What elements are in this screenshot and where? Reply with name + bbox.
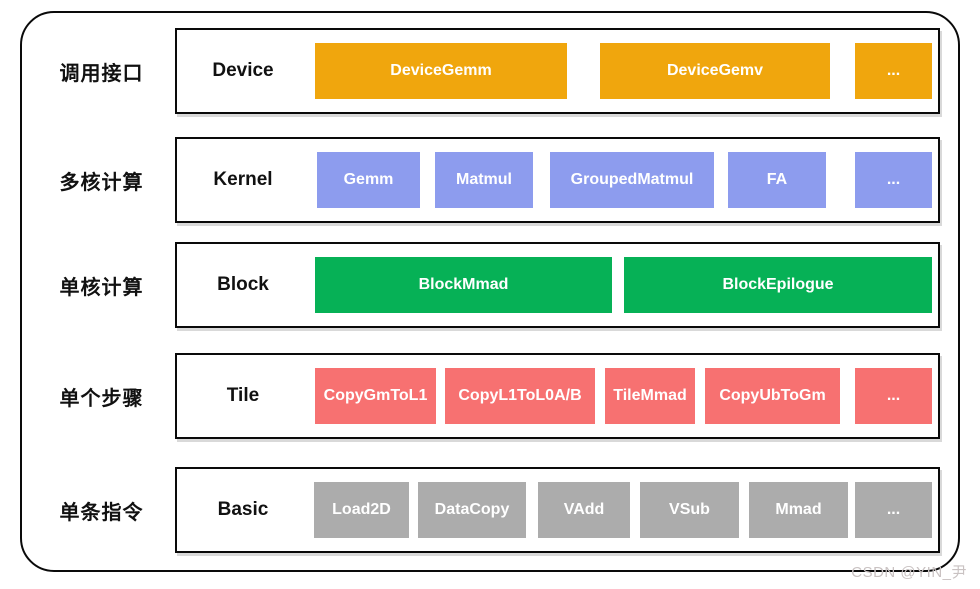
kernel-label: Kernel bbox=[213, 169, 273, 190]
tile-label: Tile bbox=[226, 385, 260, 406]
layer-label-single-core: 单核计算 bbox=[59, 276, 144, 299]
device-label: Device bbox=[212, 60, 274, 81]
vadd-node: VAdd bbox=[538, 482, 630, 538]
tile-layer-box: Tile CopyGmToL1 CopyL1ToL0A/B TileMmad C… bbox=[175, 353, 940, 439]
tile-ellipsis-node: ... bbox=[855, 368, 932, 424]
device-layer-box: Device DeviceGemm DeviceGemv ... bbox=[175, 28, 940, 114]
layer-label-single-step: 单个步骤 bbox=[59, 387, 144, 410]
basic-layer-box: Basic Load2D DataCopy VAdd VSub Mmad ... bbox=[175, 467, 940, 553]
block-label: Block bbox=[217, 274, 269, 295]
matmul-node: Matmul bbox=[435, 152, 533, 208]
kernel-layer-box: Kernel Gemm Matmul GroupedMatmul FA ... bbox=[175, 137, 940, 223]
load2d-node: Load2D bbox=[314, 482, 409, 538]
blockepilogue-node: BlockEpilogue bbox=[624, 257, 932, 313]
devicegemv-node: DeviceGemv bbox=[600, 43, 830, 99]
blockmmad-node: BlockMmad bbox=[315, 257, 612, 313]
device-ellipsis-node: ... bbox=[855, 43, 932, 99]
layer-label-call-interface: 调用接口 bbox=[59, 62, 144, 85]
block-layer-box: Block BlockMmad BlockEpilogue bbox=[175, 242, 940, 328]
vsub-node: VSub bbox=[640, 482, 739, 538]
basic-label: Basic bbox=[217, 499, 269, 520]
layer-label-single-instruction: 单条指令 bbox=[59, 501, 144, 524]
groupedmatmul-node: GroupedMatmul bbox=[550, 152, 714, 208]
gemm-node: Gemm bbox=[317, 152, 420, 208]
watermark: CSDN @YIN_尹 bbox=[851, 564, 967, 581]
kernel-ellipsis-node: ... bbox=[855, 152, 932, 208]
copygmtol1-node: CopyGmToL1 bbox=[315, 368, 436, 424]
copyl1tol0ab-node: CopyL1ToL0A/B bbox=[445, 368, 595, 424]
basic-ellipsis-node: ... bbox=[855, 482, 932, 538]
fa-node: FA bbox=[728, 152, 826, 208]
mmad-node: Mmad bbox=[749, 482, 848, 538]
copyubtogm-node: CopyUbToGm bbox=[705, 368, 840, 424]
devicegemm-node: DeviceGemm bbox=[315, 43, 567, 99]
datacopy-node: DataCopy bbox=[418, 482, 526, 538]
layer-label-multi-core: 多核计算 bbox=[59, 171, 144, 194]
tilemmad-node: TileMmad bbox=[605, 368, 695, 424]
